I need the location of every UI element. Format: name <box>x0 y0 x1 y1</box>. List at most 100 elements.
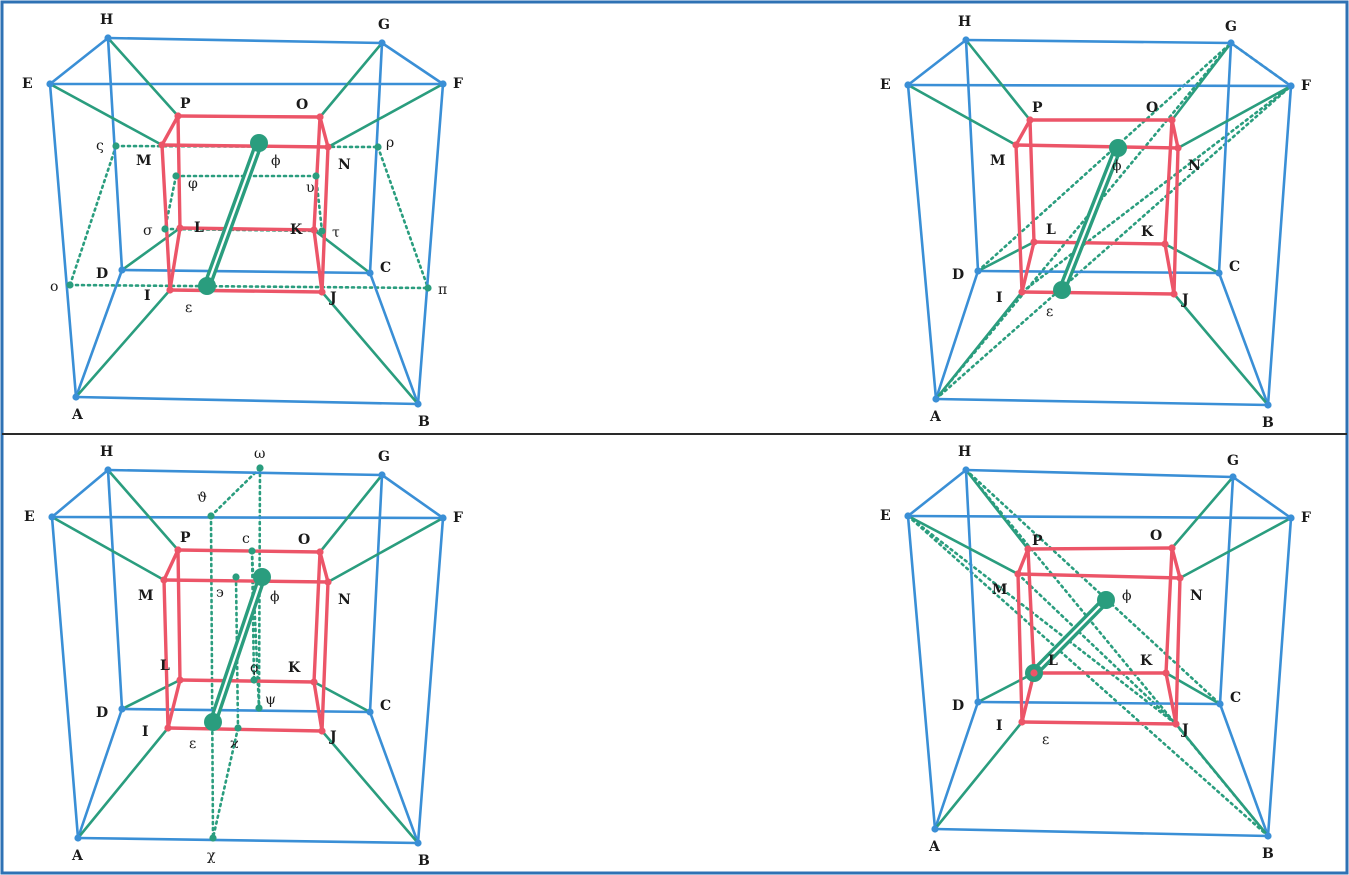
connector-edge-EM <box>48 82 164 147</box>
label-G: G <box>378 449 390 465</box>
outer-edge-BF <box>416 516 445 845</box>
label-F: F <box>1301 510 1311 526</box>
rod-inner-L-phi <box>1032 598 1108 675</box>
rod-end-eps <box>204 713 222 731</box>
outer-edge-CD <box>976 700 1222 706</box>
label-B: B <box>418 853 430 869</box>
vertex-dot-I <box>1018 288 1026 296</box>
vertex-dot-M <box>1012 141 1020 149</box>
vertex-dot-H <box>962 36 970 44</box>
label-O: O <box>1150 528 1162 544</box>
label-L: L <box>1048 653 1058 669</box>
outer-edge-GH <box>106 36 384 45</box>
rod-end-phi <box>1097 591 1115 609</box>
label-N: N <box>338 592 351 608</box>
connector-edge-GO <box>318 41 384 119</box>
outer-edge-FG <box>1231 475 1293 520</box>
label-G: G <box>378 17 390 33</box>
connector-edge-GO <box>1170 41 1233 122</box>
inner-edge-JN <box>320 580 330 733</box>
label-chi: χ <box>207 848 216 864</box>
connector-edge-GO <box>1170 475 1235 550</box>
connector-edge-AI <box>933 720 1024 831</box>
inner-edge-JN <box>320 145 330 294</box>
vertex-dot-I <box>1018 718 1026 726</box>
label-C: C <box>1229 259 1240 275</box>
label-D: D <box>96 266 108 282</box>
label-J: J <box>1180 722 1189 738</box>
outer-edge-DA <box>76 707 124 840</box>
guide-line-theta-omega <box>209 466 262 518</box>
outer-edge-BC <box>368 271 420 406</box>
label-c: c <box>242 531 250 547</box>
label-J: J <box>1180 292 1189 308</box>
outer-edge-CG <box>1217 41 1233 275</box>
label-K: K <box>1141 224 1154 240</box>
inner-edge-LI <box>168 226 182 292</box>
label-E: E <box>880 508 891 524</box>
vertex-dot-D <box>118 266 126 274</box>
inner-edge-PM <box>162 548 180 582</box>
guide-dot-theta <box>207 512 215 520</box>
vertex-dot-N <box>324 143 332 151</box>
label-theta: ϑ <box>197 490 207 506</box>
inner-edge-IM <box>1014 143 1024 294</box>
label-J: J <box>328 290 337 306</box>
inner-edge-PM <box>1016 547 1030 576</box>
label-A: A <box>71 407 84 423</box>
label-I: I <box>142 724 149 740</box>
outer-edge-DH <box>106 36 124 272</box>
vertex-dot-G <box>378 39 386 47</box>
guide-dot-varphi <box>172 172 180 180</box>
outer-edge-BF <box>1266 84 1293 407</box>
label-M: M <box>138 588 154 604</box>
label-G: G <box>1227 453 1239 469</box>
label-rho: ρ <box>386 135 394 151</box>
label-stig: ς <box>96 138 104 154</box>
outer-edge-CG <box>1218 475 1235 706</box>
label-A: A <box>929 409 942 425</box>
outer-edge-HE <box>906 468 968 518</box>
connector-edge-HP <box>106 468 180 552</box>
outer-edge-CG <box>368 41 384 275</box>
label-F: F <box>453 76 463 92</box>
label-varphi: φ <box>188 176 198 192</box>
label-C: C <box>380 698 391 714</box>
vertex-dot-N <box>1176 574 1184 582</box>
vertex-dot-D <box>974 698 982 706</box>
inner-edge-KL <box>178 678 316 684</box>
vertex-dot-M <box>158 141 166 149</box>
inner-edge-PM <box>160 114 180 147</box>
outer-edge-BC <box>1217 271 1270 407</box>
label-H: H <box>958 14 971 30</box>
vertex-dot-F <box>1287 514 1295 522</box>
inner-edge-JK <box>1163 242 1176 296</box>
outer-edge-CD <box>120 707 372 714</box>
label-H: H <box>100 12 113 28</box>
inner-edge-IJ <box>166 726 324 733</box>
rod-inner-eps-phi <box>205 141 261 288</box>
vertex-dot-B <box>414 839 422 847</box>
label-J: J <box>328 729 337 745</box>
inner-edge-MN <box>162 578 330 584</box>
label-M: M <box>992 582 1008 598</box>
label-D: D <box>96 705 108 721</box>
guide-line-kappa-chi <box>211 726 240 840</box>
label-M: M <box>136 153 152 169</box>
vertex-dot-J <box>1172 720 1180 728</box>
vertex-dot-L <box>176 224 184 232</box>
label-D: D <box>952 267 964 283</box>
outer-edge-EF <box>906 514 1293 520</box>
vertex-dot-M <box>160 576 168 584</box>
vertex-dot-G <box>378 471 386 479</box>
outer-edge-DH <box>106 468 124 711</box>
guide-dot-pi <box>424 284 432 292</box>
vertex-dot-M <box>1014 570 1022 578</box>
guide-dot-stig <box>112 142 120 150</box>
label-C: C <box>380 260 391 276</box>
label-O: O <box>296 97 308 113</box>
rod-inner-eps-phi <box>1060 146 1120 292</box>
inner-edge-IJ <box>1020 720 1178 726</box>
outer-edge-HE <box>50 468 110 519</box>
